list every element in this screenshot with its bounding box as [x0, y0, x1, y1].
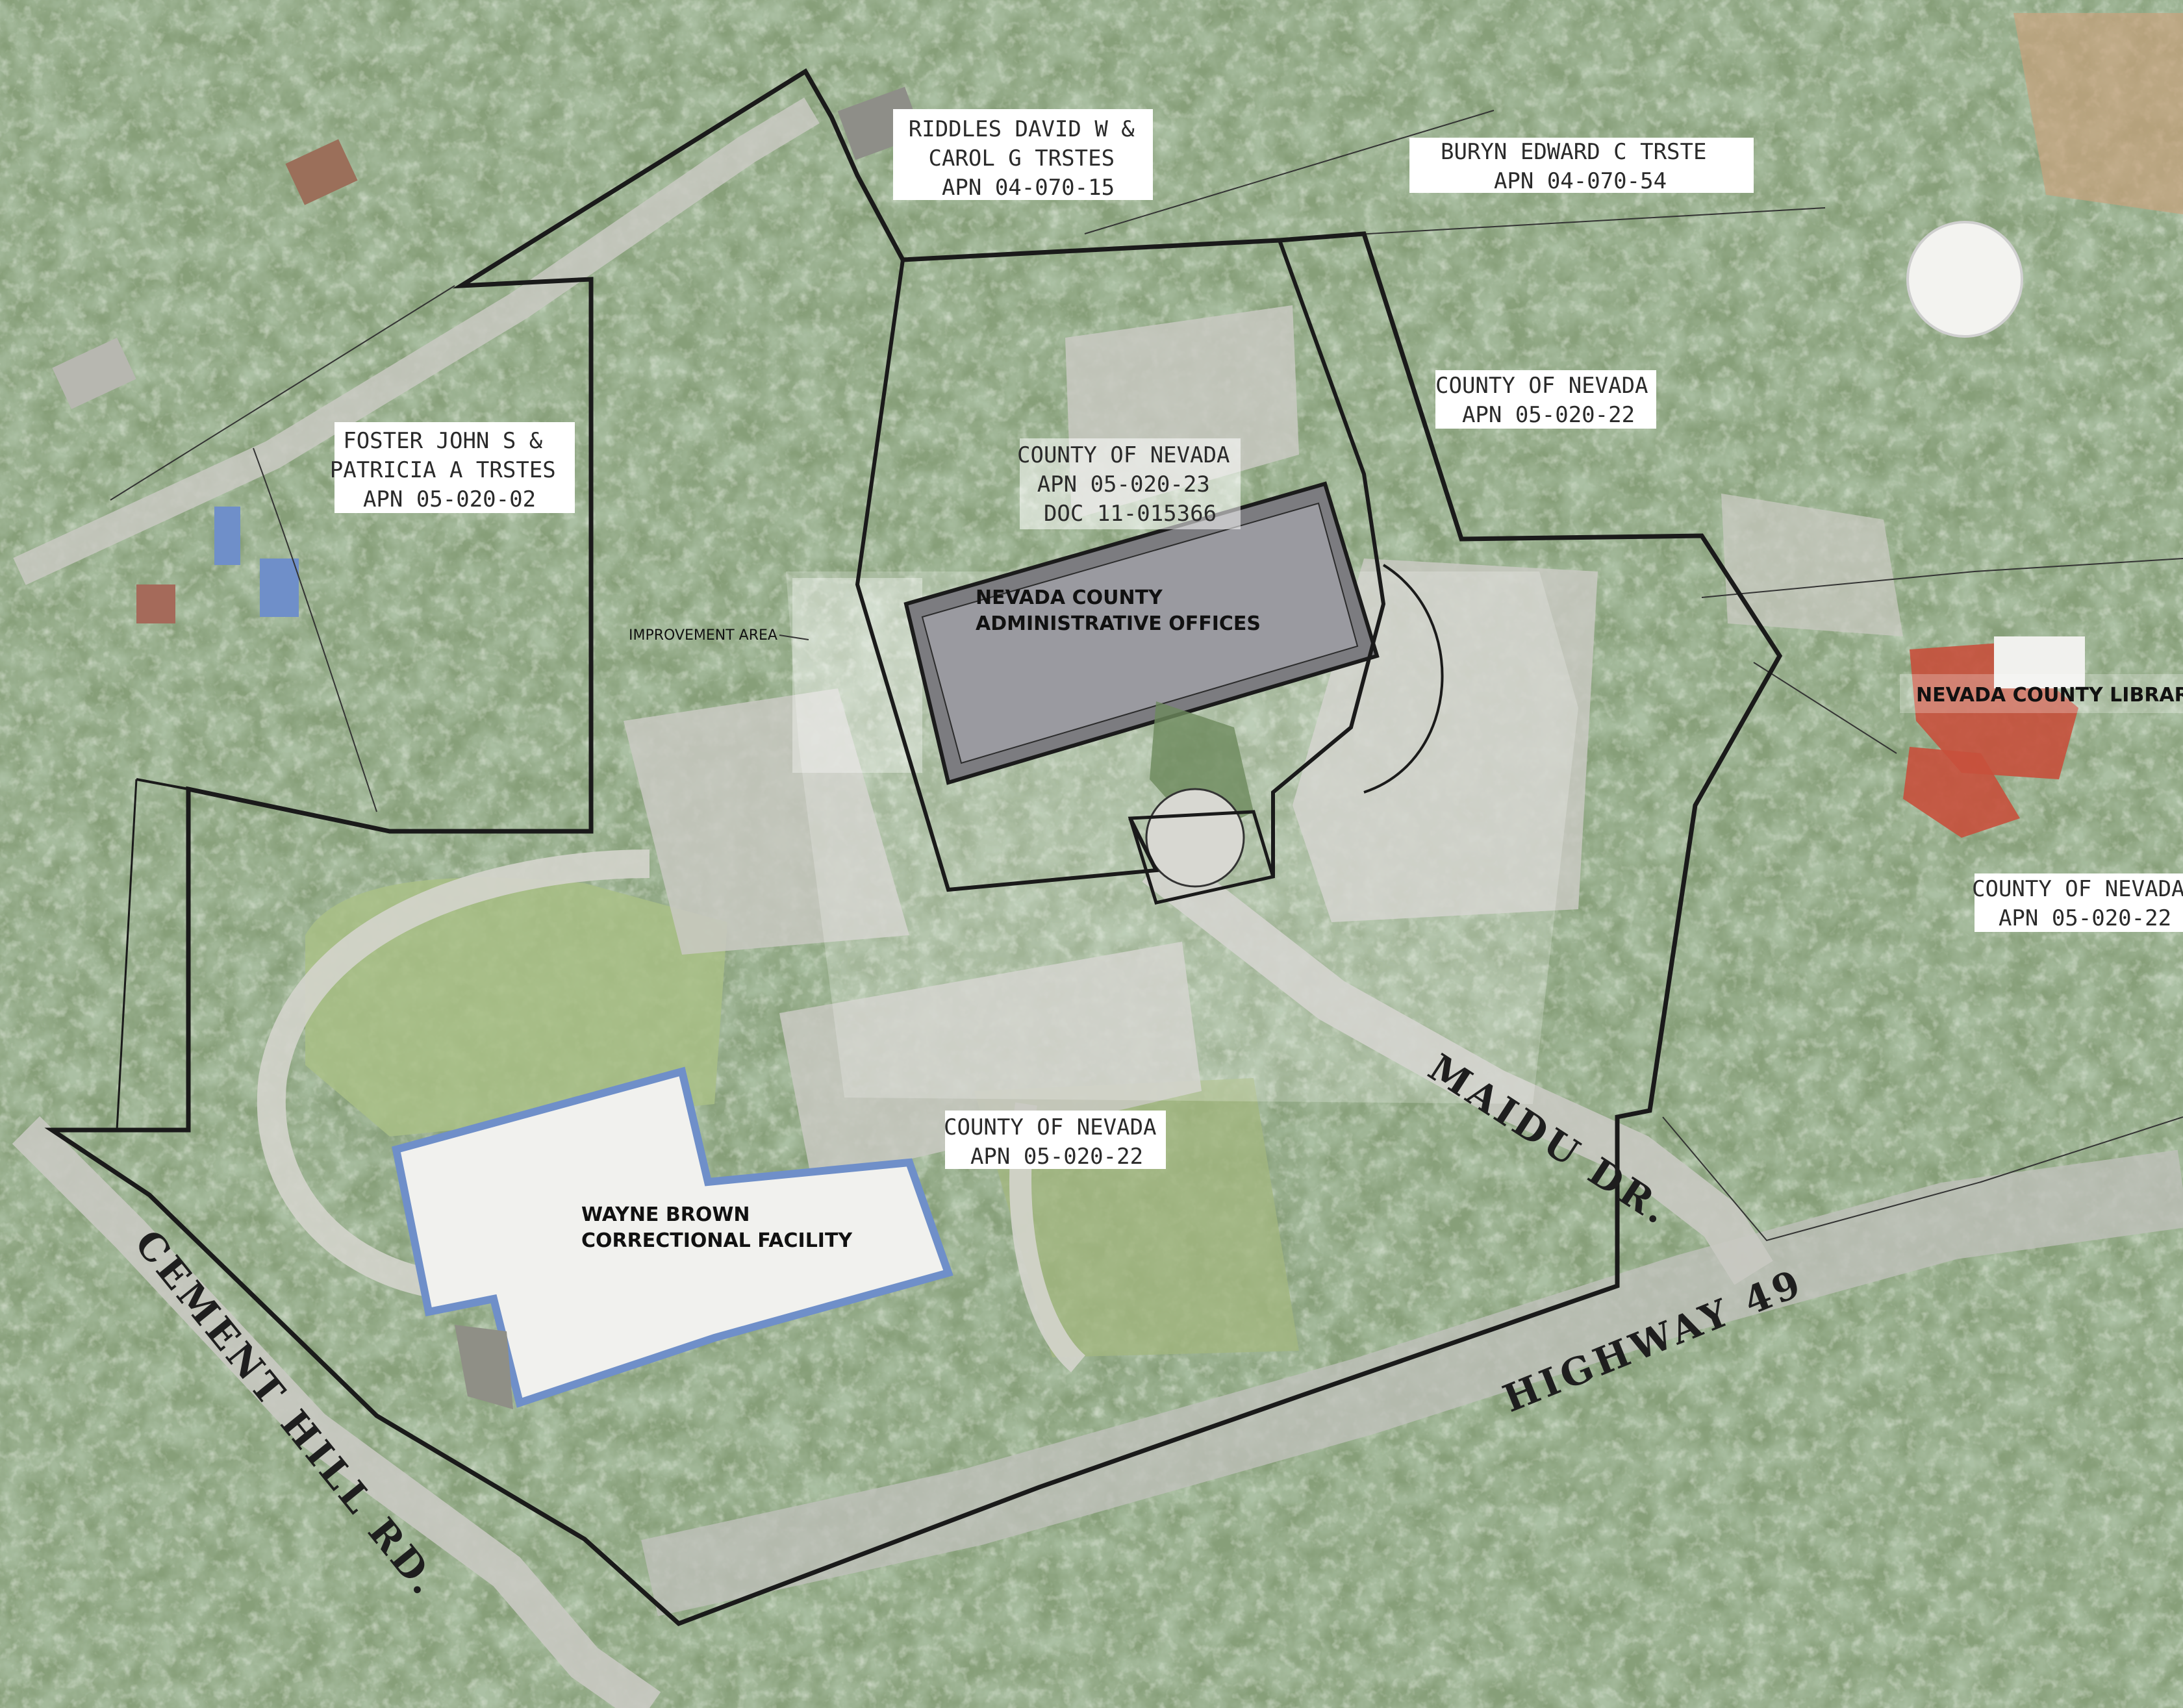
parcel-label-riddles: RIDDLES DAVID W & CAROL G TRSTES APN 04-… [909, 116, 1148, 201]
parking-northeast-library [1721, 494, 1903, 636]
cement-hill-road-surface [12, 1116, 661, 1708]
parcel-line-library [1701, 558, 2183, 598]
clearing-northeast [2013, 13, 2183, 214]
label-bg-county-east [1975, 873, 2183, 932]
library-building [1903, 636, 2085, 838]
parcel-line-foster-west [253, 447, 377, 812]
house-6 [260, 559, 299, 617]
label-bg-riddles [893, 109, 1153, 200]
house-5 [136, 584, 175, 623]
parcel-label-county-east: COUNTY OF NEVADA APN 05-020-22 [1972, 876, 2183, 931]
parking-south [779, 942, 1202, 1182]
internal-loop-road [257, 849, 650, 1300]
label-bg-county-main [1020, 438, 1241, 529]
house-2 [52, 338, 136, 409]
correctional-building [392, 1066, 953, 1409]
parcel-label-foster: FOSTER JOHN S & PATRICIA A TRSTES APN 05… [330, 428, 569, 512]
building-label-admin: NEVADA COUNTY ADMINISTRATIVE OFFICES [976, 586, 1261, 635]
boundary-inner-west [136, 778, 189, 790]
improvement-area-leader [779, 634, 809, 640]
road-northwest [13, 97, 820, 585]
house-1 [285, 139, 358, 205]
parcel-line-northwest [110, 285, 455, 501]
label-bg-library [1900, 674, 2183, 713]
boundary-inner-west-2 [116, 779, 138, 1131]
building-label-library: NEVADA COUNTY LIBRARY [1916, 684, 2183, 707]
parcel-label-county-main: COUNTY OF NEVADA APN 05-020-23 DOC 11-01… [1017, 442, 1243, 527]
plaza-circle [1145, 788, 1245, 888]
lawn-area [305, 877, 727, 1137]
parcel-line-north [1084, 110, 1495, 234]
building-label-correctional: WAYNE BROWN CORRECTIONAL FACILITY [581, 1203, 853, 1252]
parcel-line-library-south [1753, 662, 1897, 754]
label-bg-county-ne [1435, 370, 1656, 429]
boundary-parcel-23-west [855, 259, 1159, 892]
highway-49-surface [641, 1149, 2183, 1616]
maidu-drive-surface [1142, 846, 1773, 1285]
parking-west [624, 688, 909, 955]
property-boundary [44, 68, 1783, 1627]
improvement-area-label: IMPROVEMENT AREA [629, 627, 777, 644]
water-tank [1906, 221, 2023, 338]
label-bg-foster [334, 422, 575, 513]
label-bg-county-south [945, 1111, 1166, 1169]
boundary-parcel-23-east [1271, 239, 1386, 877]
parcel-label-buryn: BURYN EDWARD C TRSTE APN 04-070-54 [1441, 139, 1720, 194]
house-4 [214, 507, 240, 565]
parcel-label-county-ne: COUNTY OF NEVADA APN 05-020-22 [1435, 373, 1661, 428]
parcel-line-east [1662, 1116, 2183, 1242]
label-bg-buryn [1409, 138, 1754, 193]
improvement-area-box [792, 578, 922, 773]
boundary-east-arc [1363, 564, 1444, 794]
parcel-label-county-south: COUNTY OF NEVADA APN 05-020-22 [944, 1114, 1170, 1170]
